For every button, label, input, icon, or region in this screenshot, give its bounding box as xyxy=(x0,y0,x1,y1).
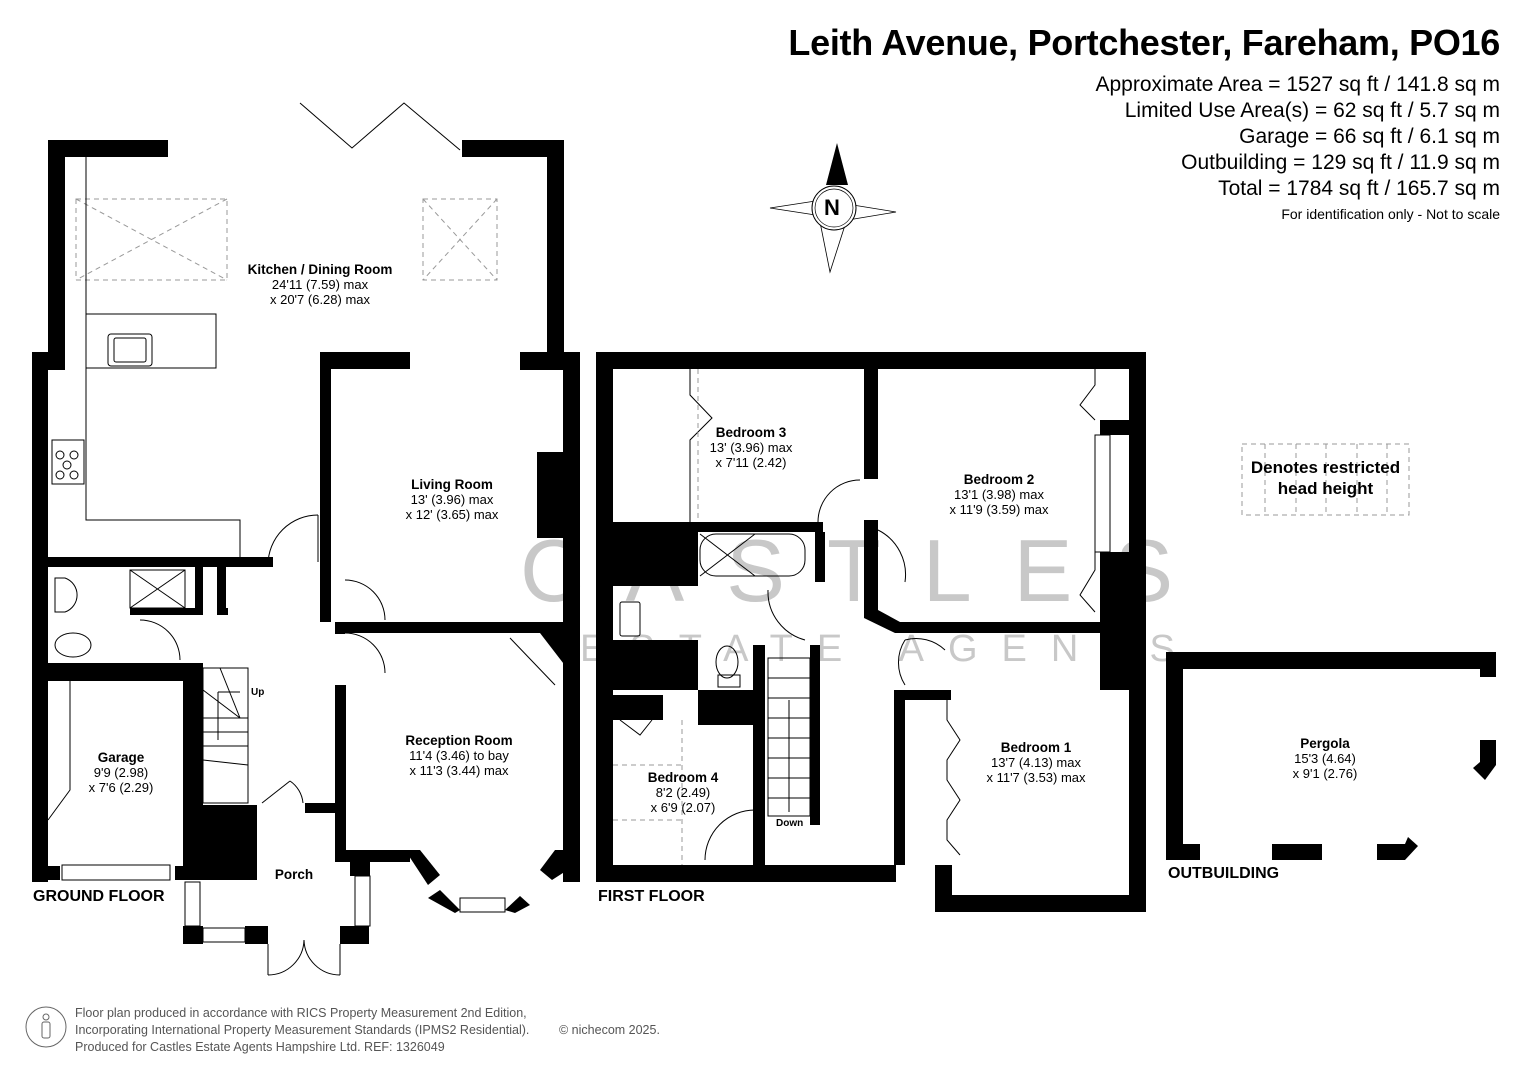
garage-area: Garage = 66 sq ft / 6.1 sq m xyxy=(1239,125,1500,148)
approximate-area: Approximate Area = 1527 sq ft / 141.8 sq… xyxy=(1095,73,1501,96)
stairs-down-label: Down xyxy=(776,818,804,829)
ground-floor-label: GROUND FLOOR xyxy=(33,888,165,905)
area-summary: Approximate Area = 1527 sq ft / 141.8 sq… xyxy=(1096,72,1501,222)
property-address-title: Leith Avenue, Portchester, Fareham, PO16 xyxy=(788,22,1500,63)
room-bedroom-3: Bedroom 3 13' (3.96) max x 7'11 (2.42) xyxy=(709,425,793,470)
outbuilding-area: Outbuilding = 129 sq ft / 11.9 sq m xyxy=(1181,151,1500,174)
restricted-head-height-legend: Denotes restricted head height xyxy=(1250,458,1401,498)
room-bedroom-4: Bedroom 4 8'2 (2.49) x 6'9 (2.07) xyxy=(647,770,719,815)
room-living: Living Room 13' (3.96) max x 12' (3.65) … xyxy=(405,477,499,522)
room-pergola: Pergola 15'3 (4.64) x 9'1 (2.76) xyxy=(1292,736,1358,781)
first-floor-label: FIRST FLOOR xyxy=(598,888,705,905)
outbuilding-label: OUTBUILDING xyxy=(1168,865,1280,882)
footer-line-3: Produced for Castles Estate Agents Hamps… xyxy=(75,1040,445,1054)
room-garage: Garage 9'9 (2.98) x 7'6 (2.29) xyxy=(88,750,154,795)
total-area: Total = 1784 sq ft / 165.7 sq m xyxy=(1218,177,1500,200)
scale-disclaimer: For identification only - Not to scale xyxy=(1281,206,1500,222)
room-bedroom-2: Bedroom 2 13'1 (3.98) max x 11'9 (3.59) … xyxy=(949,472,1049,517)
compass-north-label: N xyxy=(824,195,840,220)
room-reception: Reception Room 11'4 (3.46) to bay x 11'3… xyxy=(405,733,513,778)
restricted-height-legend-box xyxy=(1241,443,1410,516)
stairs-up-label: Up xyxy=(251,687,265,698)
copyright: © nichecom 2025. xyxy=(559,1023,660,1037)
north-compass-icon xyxy=(769,143,897,274)
footer-disclaimer: Floor plan produced in accordance with R… xyxy=(75,1005,660,1056)
room-porch: Porch xyxy=(274,867,314,882)
room-bedroom-1: Bedroom 1 13'7 (4.13) max x 11'7 (3.53) … xyxy=(986,740,1086,785)
footer-line-1: Floor plan produced in accordance with R… xyxy=(75,1006,527,1020)
room-kitchen-dining: Kitchen / Dining Room 24'11 (7.59) max x… xyxy=(247,262,393,307)
limited-use-area: Limited Use Area(s) = 62 sq ft / 5.7 sq … xyxy=(1124,99,1500,122)
person-icon xyxy=(25,1006,67,1048)
footer-line-2: Incorporating International Property Mea… xyxy=(75,1023,530,1037)
